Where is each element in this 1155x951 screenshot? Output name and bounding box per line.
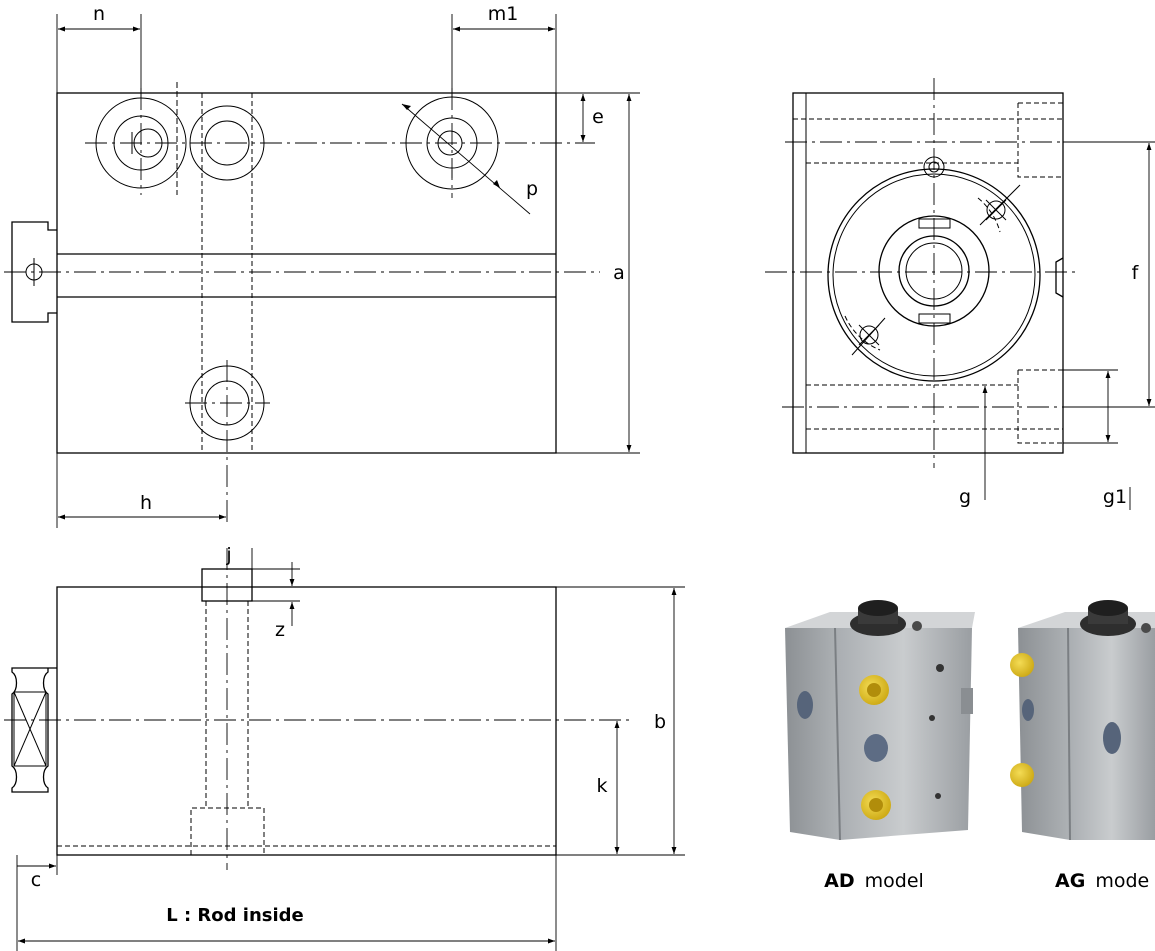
caption-ad-code: AD [824, 870, 854, 892]
front-end-cap [11, 667, 57, 793]
end-body-outline [792, 92, 1064, 454]
end-view [765, 78, 1090, 468]
front-view [4, 548, 630, 870]
caption-ag-code: AG [1055, 870, 1085, 892]
caption-ad-model: AD model [824, 870, 924, 892]
dim-label-a: a [613, 262, 625, 284]
dim-label-g1: g1 [1103, 486, 1127, 508]
model-captions: AD model AG mode [824, 870, 1149, 892]
dim-label-f: f [1132, 262, 1140, 284]
dim-label-b: b [654, 711, 666, 733]
dim-label-c: c [31, 869, 41, 891]
front-view-dimensions [16, 548, 685, 951]
caption-ad-word: model [865, 870, 924, 892]
top-view-dimensions [56, 14, 640, 528]
dim-label-h: h [140, 492, 152, 514]
caption-ag-word: mode [1095, 870, 1149, 892]
front-body-outline [56, 586, 557, 856]
dim-label-p: p [526, 178, 538, 200]
top-view [4, 82, 600, 525]
caption-ag-model: AG mode [1055, 870, 1149, 892]
dim-label-g: g [959, 486, 971, 508]
ad-model-photo [785, 600, 975, 841]
top-body-outline [56, 92, 557, 454]
dimension-labels: n m1 e p a h f g g1 j z b k c L : Rod in… [31, 3, 1140, 926]
dim-label-m1: m1 [488, 3, 519, 25]
dim-label-e: e [592, 106, 604, 128]
dim-label-z: z [275, 619, 285, 641]
ag-model-photo [1010, 600, 1155, 841]
dim-label-k: k [596, 775, 607, 797]
dim-label-n: n [93, 3, 105, 25]
end-view-dimensions [982, 141, 1155, 510]
dim-label-j: j [225, 544, 231, 566]
rod-label: L : Rod inside [166, 905, 304, 926]
